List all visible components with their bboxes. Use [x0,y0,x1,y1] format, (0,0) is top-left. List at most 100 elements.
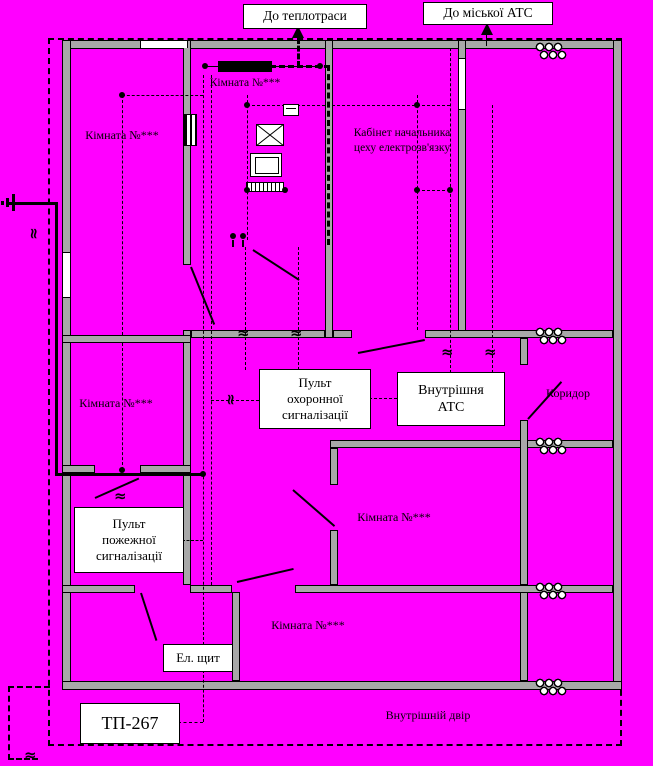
wave-icon: ≈ [237,324,250,342]
heating-pipe [327,65,330,245]
junction-dot [200,471,206,477]
wall-segment [62,335,191,343]
wall-segment [333,330,352,338]
city-ats-label-box: До міської АТС [423,2,553,25]
window-circles-icon [534,327,570,346]
door-pivot-tick [232,240,234,247]
junction-dot [317,63,323,69]
heating-label-box: До теплотраси [243,4,367,29]
site-boundary-notch [8,758,38,760]
printer-icon [283,104,299,116]
wave-icon: ≈ [290,324,303,342]
junction-dot [119,92,125,98]
cable-riser [211,75,212,585]
window [140,41,188,48]
wall-segment [183,330,191,585]
door-pivot-dot [230,233,236,239]
site-boundary-notch [8,686,10,760]
junction-dot [202,63,208,69]
wave-icon: ≈ [484,343,497,361]
ground-conductor [55,202,58,476]
phone-line [450,48,451,373]
room-label-equipment: Кімната №*** [209,77,281,89]
wall-corridor [520,338,528,365]
cable-run [417,95,418,330]
cable-run [122,343,123,470]
wall-segment [62,585,135,593]
cable-riser [203,75,204,645]
room-label-mid-right: Кімната №*** [357,510,431,524]
wall-segment [330,448,338,485]
window [63,252,70,298]
rack-device-icon [218,61,272,72]
wall-segment [190,585,232,593]
ground-conductor [55,473,205,476]
electric-panel-box: Ел. щит [163,644,233,672]
junction-dot [119,467,125,473]
arrow-up-icon [481,23,493,35]
wall-segment [191,330,325,338]
room-label-office: Кабінет начальника цеху електрозв'язку [353,127,451,154]
wall-segment [62,465,95,473]
junction-dot [244,102,250,108]
keyboard-icon [246,182,284,192]
cable-run [417,190,450,191]
heating-pipe [297,38,300,67]
wave-icon: ≈ [221,393,240,406]
door-pivot-dot [240,233,246,239]
wall-segment [295,585,613,593]
earth-symbol-icon [1,201,4,205]
window-circles-icon [534,678,570,697]
room-label-mid-left: Кімната №*** [79,396,153,410]
wall-corridor [520,420,528,585]
wave-icon: ≈ [114,487,127,505]
security-panel-box: Пульт охоронної сигналізації [259,369,371,429]
cable-run [247,95,248,240]
ground-conductor [8,202,55,205]
cable-run [178,722,203,723]
crossed-box-device-icon [256,124,284,146]
wave-icon: ≈ [24,227,43,240]
internal-ats-box: Внутрішня АТС [397,372,505,426]
cable-run [122,95,123,335]
substation-box: ТП-267 [80,703,180,744]
wall-segment [425,330,613,338]
junction-dot [447,187,453,193]
cable-run [203,670,204,722]
cable-run [122,95,203,96]
wall-right [613,40,622,690]
room-label-top-left: Кімната №*** [85,128,159,142]
wall-segment [232,592,240,681]
fire-panel-box: Пульт пожежної сигналізації [74,507,184,573]
wall-bottom [62,681,622,690]
monitor-icon [250,153,282,177]
junction-dot [414,187,420,193]
window-circles-icon [534,437,570,456]
door-pivot-tick [242,240,244,247]
wave-icon: ≈ [24,746,37,764]
arrow-up-icon [292,26,304,38]
cable-run [298,247,299,370]
wall-segment [330,440,613,448]
cable-run [369,398,397,399]
window-circles-icon [534,42,570,61]
wall-segment [330,530,338,585]
cable-run [211,400,259,401]
junction-dot [414,102,420,108]
wall-segment [140,465,191,473]
courtyard-label: Внутрішній двір [385,708,471,722]
wave-icon: ≈ [441,343,454,361]
cable-run [245,247,246,370]
phone-line [486,34,487,46]
phone-line [492,105,493,373]
site-boundary-notch [8,686,50,688]
corridor-label: Коридор [546,386,590,400]
junction-dot [244,187,250,193]
room-label-bottom: Кімната №*** [271,618,345,632]
cable-run [182,540,203,541]
earth-symbol-icon [12,194,15,211]
junction-dot [282,187,288,193]
window-circles-icon [534,582,570,601]
window [459,58,465,110]
